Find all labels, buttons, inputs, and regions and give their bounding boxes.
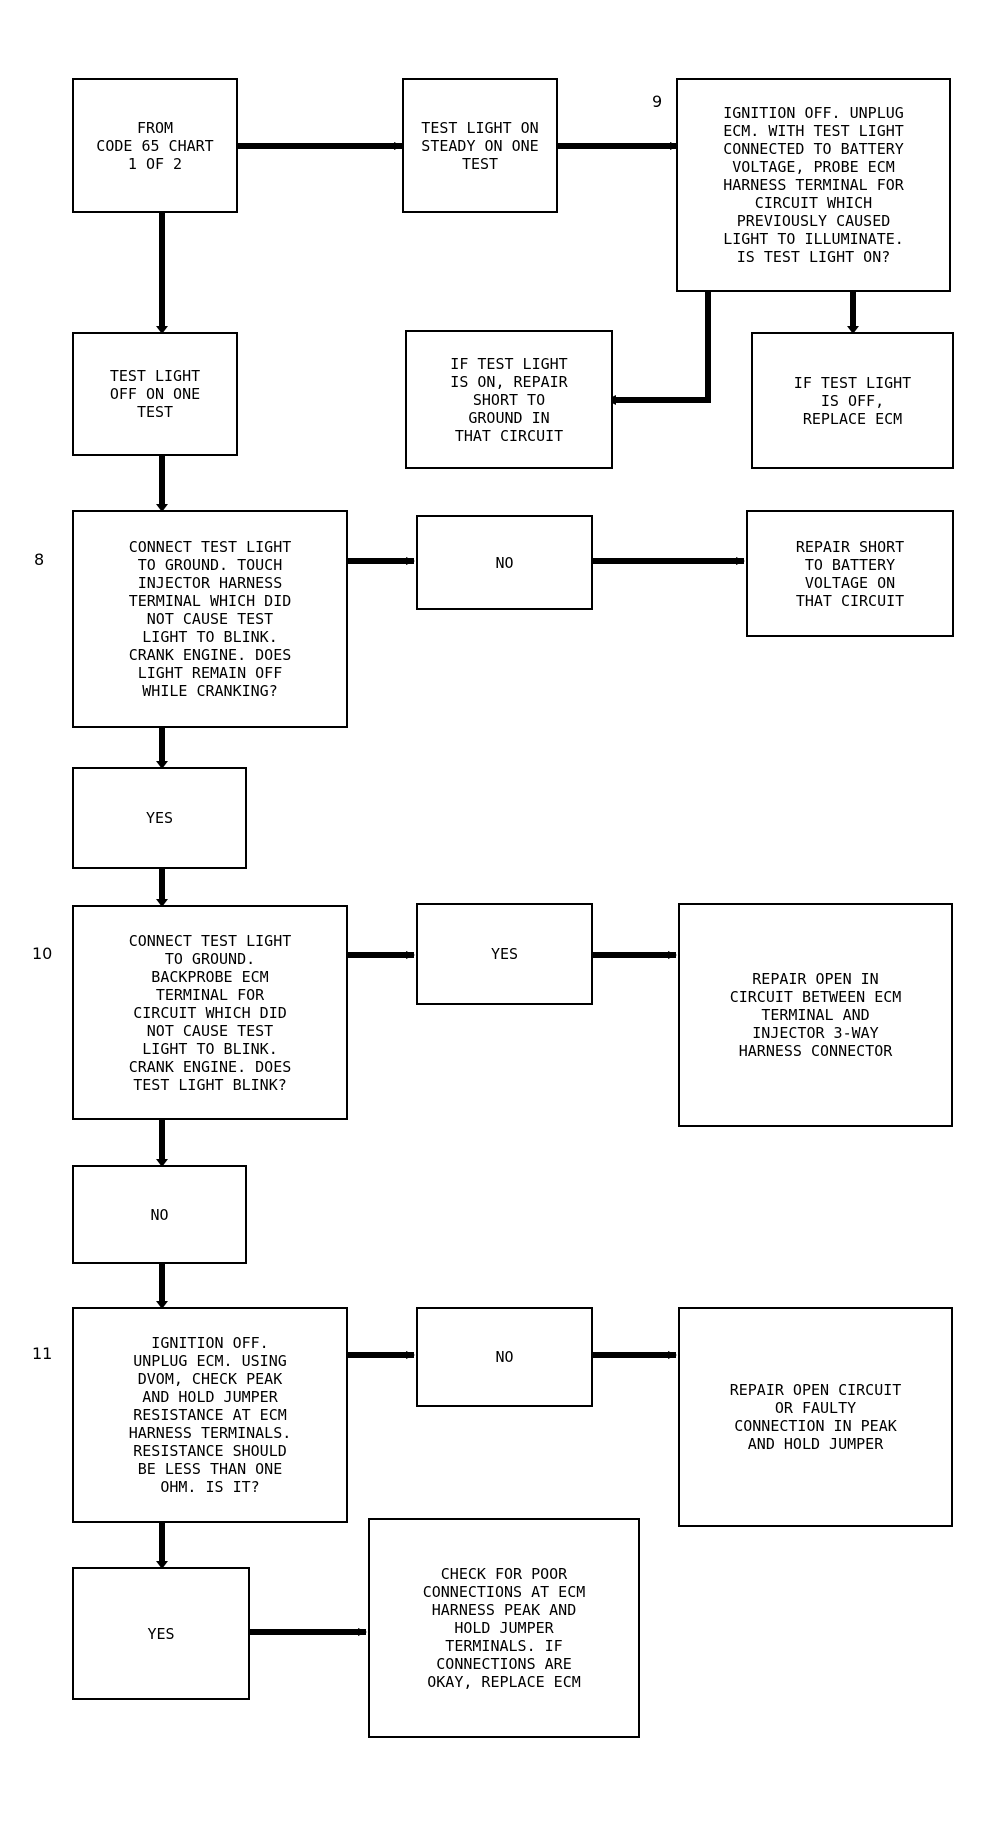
- arrowhead-down-step11: [156, 1301, 168, 1309]
- node-repair-short-battery: REPAIR SHORT TO BATTERY VOLTAGE ON THAT …: [746, 510, 954, 637]
- edge-step9-to-repair-ground: [612, 292, 711, 403]
- node-step8: CONNECT TEST LIGHT TO GROUND. TOUCH INJE…: [72, 510, 348, 728]
- node-no-10: NO: [72, 1165, 247, 1264]
- node-replace-ecm-if-off: IF TEST LIGHT IS OFF, REPLACE ECM: [751, 332, 954, 469]
- arrowhead-down-replace-ecm: [847, 326, 859, 334]
- step-number-8: 8: [34, 550, 45, 569]
- node-step9: IGNITION OFF. UNPLUG ECM. WITH TEST LIGH…: [676, 78, 951, 292]
- arrowhead-down-step8: [156, 504, 168, 512]
- node-test-light-on-steady: TEST LIGHT ON STEADY ON ONE TEST: [402, 78, 558, 213]
- arrowhead-down-yes8: [156, 761, 168, 769]
- node-from-code65: FROM CODE 65 CHART 1 OF 2: [72, 78, 238, 213]
- node-repair-open-jumper: REPAIR OPEN CIRCUIT OR FAULTY CONNECTION…: [678, 1307, 953, 1527]
- step-number-11: 11: [32, 1344, 53, 1363]
- node-yes-8: YES: [72, 767, 247, 869]
- arrowhead-down-yes11: [156, 1561, 168, 1569]
- step-number-10: 10: [32, 944, 53, 963]
- node-check-poor-connections: CHECK FOR POOR CONNECTIONS AT ECM HARNES…: [368, 1518, 640, 1738]
- node-no-11: NO: [416, 1307, 593, 1407]
- arrowhead-down-testoff: [156, 326, 168, 334]
- step-number-9: 9: [652, 92, 663, 111]
- node-no-8: NO: [416, 515, 593, 610]
- node-yes-10: YES: [416, 903, 593, 1005]
- node-yes-11: YES: [72, 1567, 250, 1700]
- node-step11: IGNITION OFF. UNPLUG ECM. USING DVOM, CH…: [72, 1307, 348, 1523]
- node-step10: CONNECT TEST LIGHT TO GROUND. BACKPROBE …: [72, 905, 348, 1120]
- node-repair-open-ecm-injector: REPAIR OPEN IN CIRCUIT BETWEEN ECM TERMI…: [678, 903, 953, 1127]
- node-repair-short-ground: IF TEST LIGHT IS ON, REPAIR SHORT TO GRO…: [405, 330, 613, 469]
- arrowhead-down-step10: [156, 899, 168, 907]
- node-test-light-off: TEST LIGHT OFF ON ONE TEST: [72, 332, 238, 456]
- arrowhead-down-no10: [156, 1159, 168, 1167]
